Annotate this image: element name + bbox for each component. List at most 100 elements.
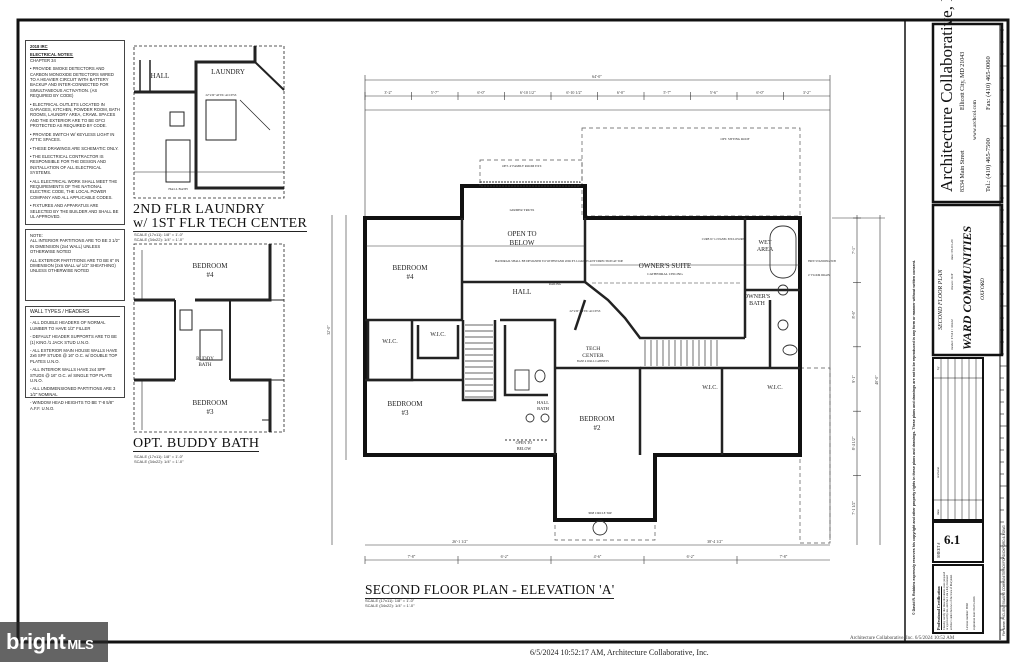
dimension-label: 40'-0" bbox=[874, 375, 879, 385]
room-label: OPEN TO bbox=[516, 440, 533, 445]
project-name: OXFORD bbox=[980, 278, 986, 300]
electrical-notes: 2018 IRC ELECTRICAL NOTES: CHAPTER 34 • … bbox=[25, 40, 125, 225]
dimension-label: 6'-0" bbox=[617, 90, 625, 95]
dimension-label: 6'-0" bbox=[477, 90, 485, 95]
room-label: W.I.C. bbox=[767, 385, 783, 391]
note-item: • ALL ELECTRICAL WORK SHALL MEET THE REQ… bbox=[30, 178, 118, 200]
scale-note: SCALE (17x11): 1/8" = 1'-0" SCALE (34x22… bbox=[365, 598, 415, 608]
dimension-label: 7'-1" bbox=[851, 246, 856, 254]
company-fax: Fax: (410) 465-0060 bbox=[985, 56, 992, 110]
fixtures bbox=[366, 181, 800, 536]
license-number: License number: 9068 bbox=[965, 603, 969, 630]
note-item: • THESE DRAWINGS ARE SCHEMATIC ONLY. bbox=[30, 145, 119, 151]
drawn-by: drawn: JGT bbox=[950, 273, 954, 290]
room-label: #2 bbox=[594, 424, 602, 432]
notes-code: 2018 IRC bbox=[30, 44, 48, 49]
partition-notes: NOTE: ALL INTERIOR PARTITIONS ARE TO BE … bbox=[25, 229, 125, 301]
note-item: • PROVIDE SMOKE DETECTORS AND CARBON MON… bbox=[30, 66, 114, 99]
room-label: OWNER'S SUITE bbox=[639, 262, 691, 270]
room-label: W.I.C. bbox=[382, 339, 398, 345]
dimension-label: 64'-0" bbox=[592, 74, 602, 79]
dimension-label: 4'-6" bbox=[594, 554, 602, 559]
company-city: Ellicott City, MD 21043 bbox=[960, 51, 966, 110]
certification-text: I hereby certify that these documents we… bbox=[943, 571, 953, 630]
room-label: BATH bbox=[749, 301, 765, 307]
toilet-icon bbox=[534, 369, 546, 383]
dimension-label: 26'-1 1/2" bbox=[452, 539, 468, 544]
dimension-labels: 64'-0" 26'-1 1/2" 38'-4 1/2" 40'-0" 32'-… bbox=[326, 74, 879, 564]
footer-print: 6/5/2024 10:52:17 AM, Architecture Colla… bbox=[530, 648, 709, 657]
note-item: • ELECTRICAL OUTLETS LOCATED IN GARAGES,… bbox=[30, 101, 120, 129]
room-label: WET bbox=[759, 240, 772, 246]
note-item: • THE ELECTRICAL CONTRACTOR IS RESPONSIB… bbox=[30, 153, 107, 176]
client-name: WARD COMMUNITIES bbox=[960, 225, 974, 350]
note-label: HANDRAIL SHALL BE DESIGNED TO WITHSTAND … bbox=[495, 259, 623, 263]
note-item: ALL INTERIOR PARTITIONS ARE TO BE 3 1/2"… bbox=[30, 238, 120, 255]
note-item: • FIXTURES AND APPARATUS ARE SELECTED BY… bbox=[30, 203, 119, 219]
room-label: HALL bbox=[151, 72, 170, 80]
notes-heading: WALL TYPES / HEADERS bbox=[30, 309, 120, 318]
note-label: OPT. 4' FAMILY ROOM EXT. bbox=[502, 164, 542, 168]
dimension-label: 6'-2" bbox=[687, 554, 695, 559]
room-label: OWNER'S bbox=[744, 294, 770, 300]
sink-icon bbox=[777, 319, 789, 331]
room-labels: BEDROOM #4 OPEN TO BELOW GIRDER TRUSS HA… bbox=[382, 137, 836, 515]
note-item: - ALL UNDIMENSIONED PARTITIONS ARE 3 1/2… bbox=[30, 386, 116, 397]
room-label: BEDROOM bbox=[192, 262, 228, 270]
buddy-bath-inset-drawing bbox=[133, 243, 285, 433]
revision-header-date: date bbox=[936, 509, 940, 515]
room-label: BELOW bbox=[510, 239, 535, 247]
dimension-label: 8'-4 1/2" bbox=[851, 436, 856, 450]
dimension-lines bbox=[331, 75, 885, 561]
note-label: CURB W/ 1/2 PANEL ENCLOSURE bbox=[702, 238, 745, 241]
revision-header-revision: revision bbox=[936, 466, 940, 478]
notes-heading: NOTE: bbox=[30, 233, 43, 238]
note-label: 22"x30" ATTIC ACCESS bbox=[206, 93, 237, 97]
interior-walls bbox=[365, 218, 800, 455]
plan-title: SECOND FLOOR PLAN - ELEVATION 'A' bbox=[365, 582, 615, 599]
note-label: GIRDER TRUSS bbox=[510, 208, 535, 212]
revision-header-by: by bbox=[936, 366, 940, 371]
room-label: BUDDY bbox=[196, 357, 214, 362]
room-label: #4 bbox=[407, 273, 415, 281]
room-label: BEDROOM bbox=[192, 399, 228, 407]
file-name: File Name: F:\CLIENTS\WARD COMMUNITIES\O… bbox=[1002, 525, 1006, 636]
room-label: HALL BATH bbox=[168, 187, 188, 191]
buddy-bath-inset-title: OPT. BUDDY BATH bbox=[133, 436, 260, 452]
sheet-border bbox=[16, 18, 1010, 644]
room-label: HALL bbox=[513, 288, 532, 296]
dimension-label: 6'-10 1/2" bbox=[566, 90, 582, 95]
notes-heading: ELECTRICAL NOTES: bbox=[30, 52, 74, 58]
room-label: W.I.C. bbox=[702, 385, 718, 391]
room-label: #4 bbox=[207, 271, 215, 279]
dimension-label: 7'-1 1/2" bbox=[851, 501, 856, 515]
note-label: BASE 4 WALL CABINETS bbox=[577, 360, 609, 363]
room-label: BATH bbox=[537, 406, 550, 411]
sink-icon bbox=[525, 413, 535, 423]
license-expiration: expiration date: 06-03-2026 bbox=[972, 596, 976, 631]
title-line: 2ND FLR LAUNDRY bbox=[133, 202, 266, 217]
notes-chapter: CHAPTER 34 bbox=[30, 57, 56, 63]
company-tel: Tel.: (410) 465-7500 bbox=[985, 138, 992, 192]
note-item: • PROVIDE SWITCH W/ KEYLESS LIGHT IN ATT… bbox=[30, 131, 115, 143]
note-item: - DEFAULT HEADER SUPPORTS ARE TO BE (1) … bbox=[30, 334, 117, 345]
note-label: RAILING bbox=[549, 282, 562, 286]
note-label: 4" FLOOR DRAIN bbox=[808, 274, 830, 277]
note-item: - ALL INTERIOR WALLS HAVE 2x4 SPF STUDS … bbox=[30, 367, 113, 384]
company-web: www.archcol.com bbox=[972, 100, 978, 140]
footer-stamp: Architecture Collaborative, Inc. 6/5/202… bbox=[850, 636, 955, 641]
note-item: - WINDOW HEAD HEIGHTS TO BE 7'-8 5/8" A.… bbox=[30, 400, 114, 411]
dimension-label: 6'-2" bbox=[501, 554, 509, 559]
room-label: BELOW bbox=[517, 446, 531, 451]
scale-note: SCALE (17x11): 1/8" = 1'-0" SCALE (34x22… bbox=[134, 232, 184, 242]
dimension-label: 3'-2" bbox=[803, 90, 811, 95]
room-label: W.I.C. bbox=[430, 332, 446, 338]
sink-icon bbox=[540, 413, 550, 423]
note-label: 22"x30" ATTIC ACCESS bbox=[570, 309, 601, 313]
company-name: Architecture Collaborative, Inc. bbox=[937, 0, 956, 192]
dimension-label: 3'-2" bbox=[384, 90, 392, 95]
sink-icon bbox=[777, 284, 789, 296]
